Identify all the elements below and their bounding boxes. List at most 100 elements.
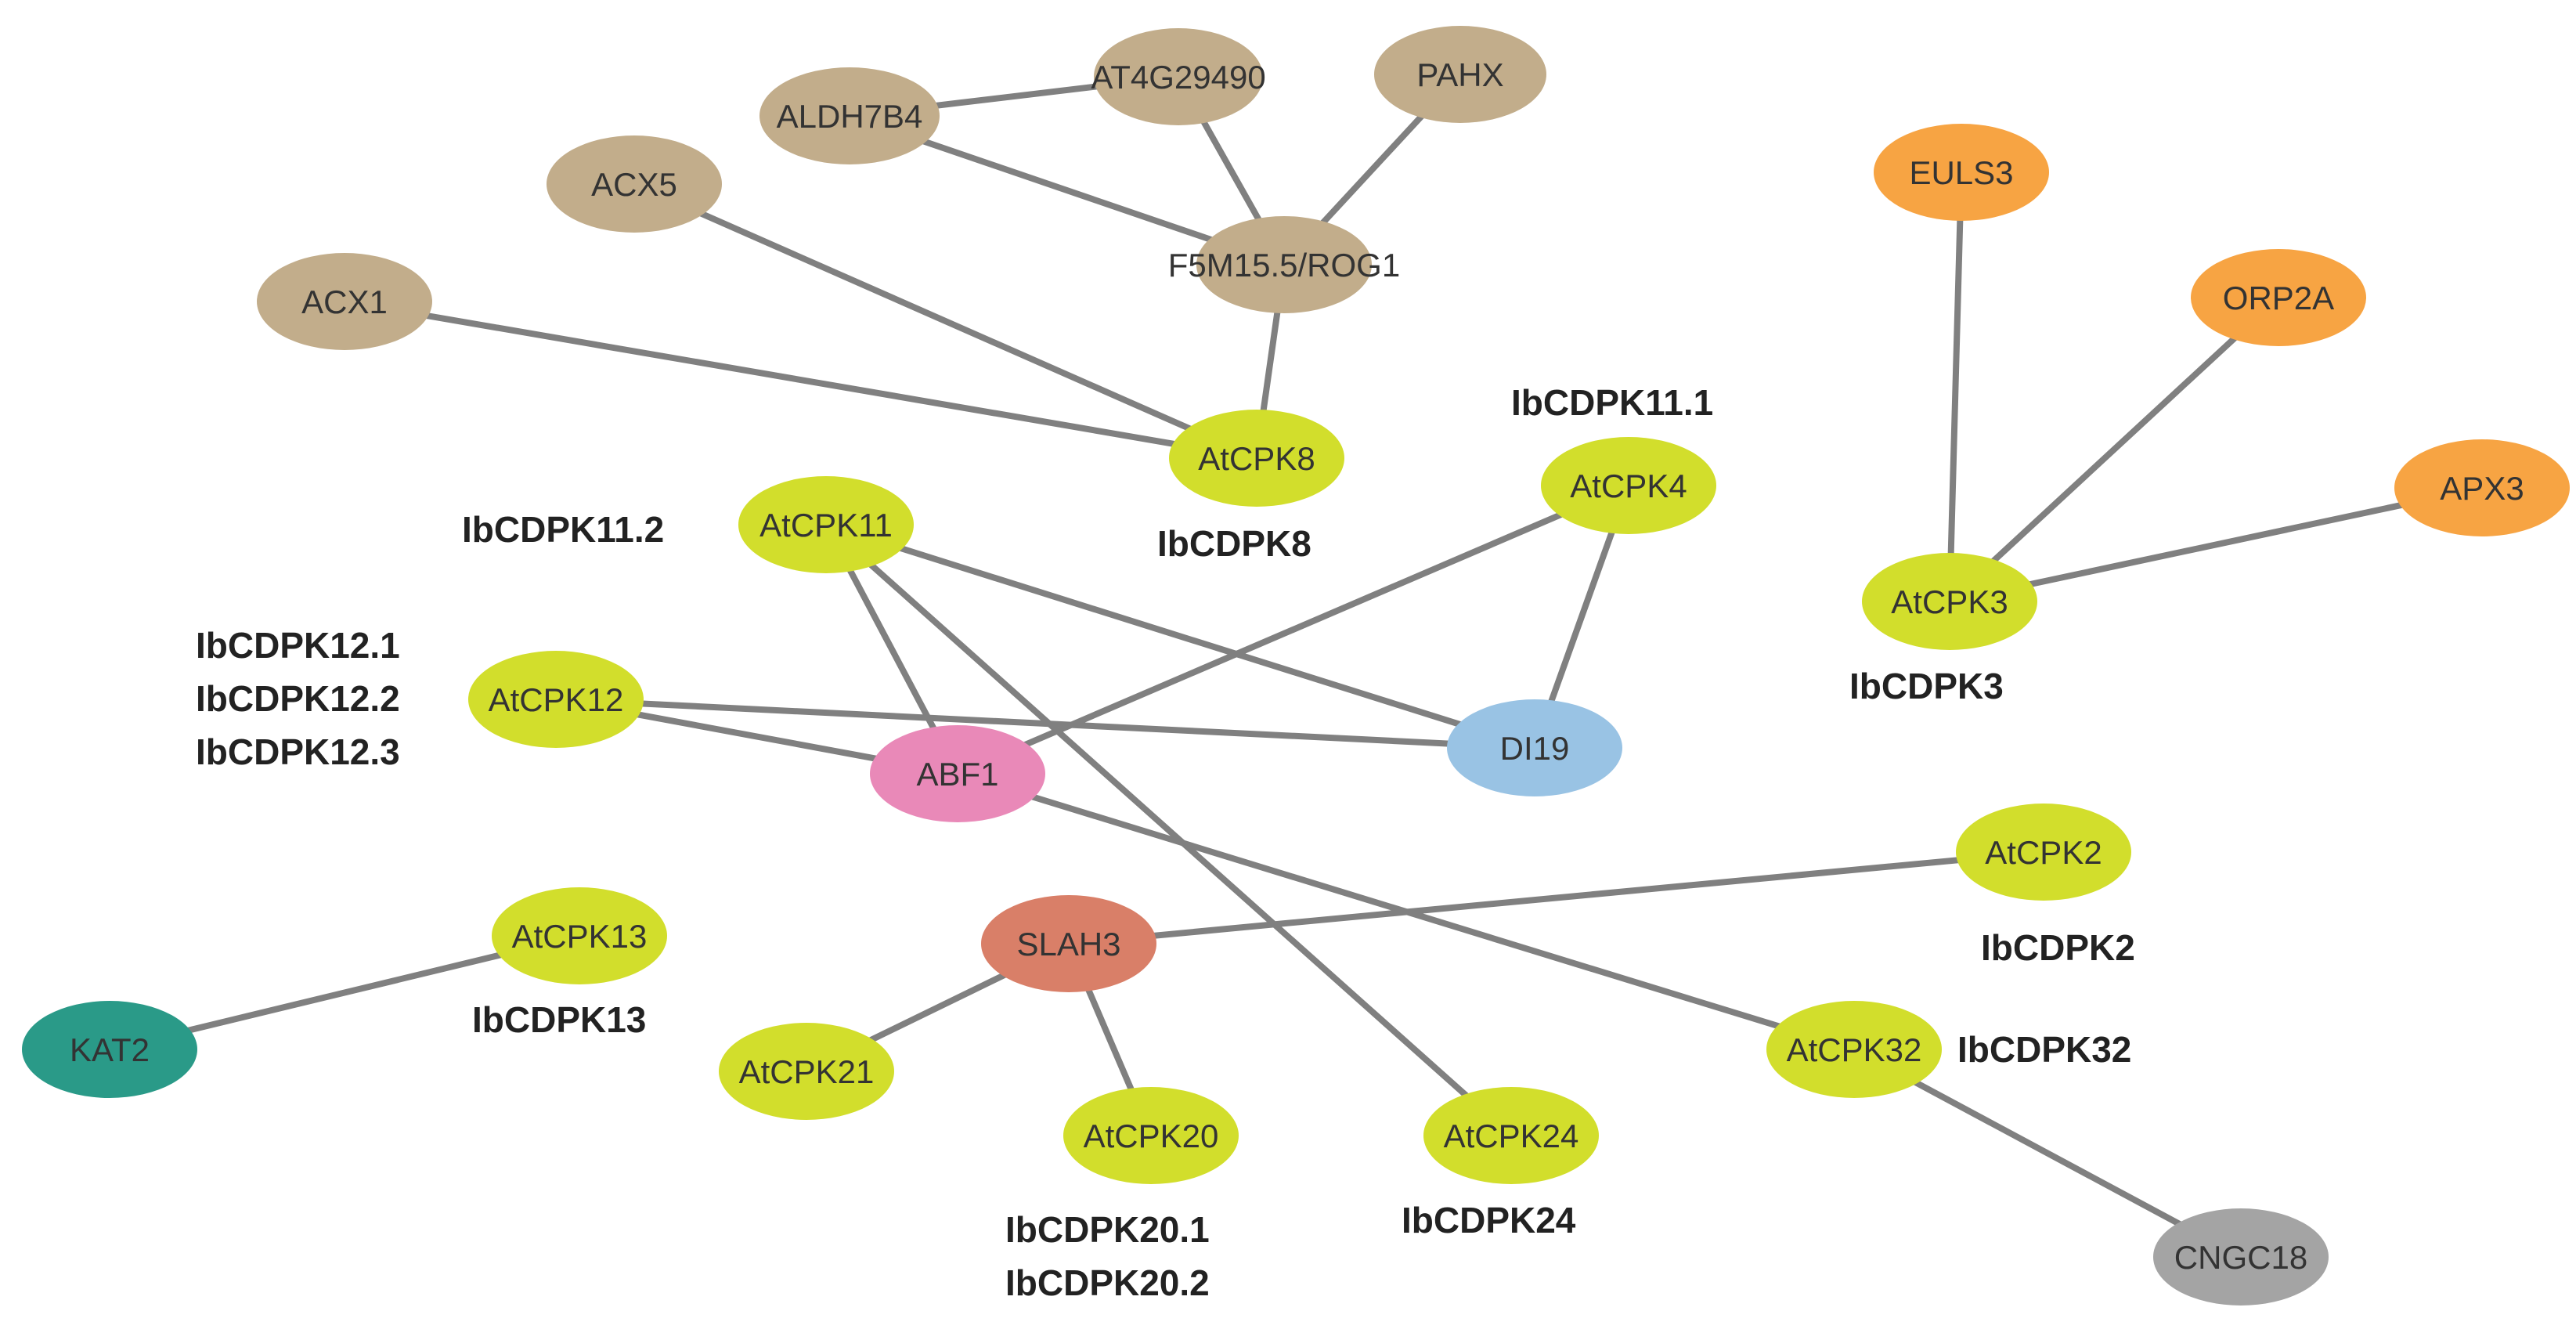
edge-atcpk32-cngc18 bbox=[1851, 1046, 2244, 1260]
node-ellipse-atcpk4 bbox=[1541, 437, 1716, 534]
node-ellipse-aldh7b4 bbox=[759, 67, 940, 164]
node-label-at4g29490: AT4G29490 bbox=[1091, 59, 1265, 96]
gene-label-ibcdpk2: IbCDPK2 bbox=[1981, 927, 2135, 968]
node-ellipse-euls3 bbox=[1874, 124, 2049, 221]
edge-atcpk11-atcpk24 bbox=[823, 522, 1514, 1139]
gene-label-ibcdpk20-1: IbCDPK20.1 bbox=[1005, 1209, 1210, 1250]
node-atcpk13: AtCPK13 bbox=[492, 887, 667, 984]
gene-label-ibcdpk11-2: IbCDPK11.2 bbox=[462, 509, 664, 550]
node-label-acx5: ACX5 bbox=[591, 166, 677, 203]
node-ellipse-f5m15 bbox=[1196, 216, 1372, 313]
node-ellipse-atcpk11 bbox=[738, 476, 914, 573]
node-label-atcpk32: AtCPK32 bbox=[1787, 1031, 1922, 1068]
gene-labels-layer: IbCDPK11.1 IbCDPK11.2 IbCDPK8 IbCDPK12.1… bbox=[196, 382, 2135, 1303]
node-label-abf1: ABF1 bbox=[916, 756, 998, 793]
gene-label-ibcdpk8: IbCDPK8 bbox=[1157, 523, 1311, 564]
node-ellipse-acx5 bbox=[547, 135, 722, 233]
node-at4g29490: AT4G29490 bbox=[1091, 28, 1266, 125]
node-label-slah3: SLAH3 bbox=[1016, 926, 1120, 962]
edge-acx1-atcpk8 bbox=[341, 298, 1260, 461]
node-euls3: EULS3 bbox=[1874, 124, 2049, 221]
edge-apx3-atcpk3 bbox=[1946, 485, 2485, 605]
node-di19: DI19 bbox=[1447, 699, 1622, 796]
node-label-apx3: APX3 bbox=[2440, 470, 2524, 507]
node-atcpk21: AtCPK21 bbox=[719, 1023, 894, 1120]
node-aldh7b4: ALDH7B4 bbox=[759, 67, 940, 164]
node-label-atcpk11: AtCPK11 bbox=[759, 507, 893, 544]
node-label-atcpk13: AtCPK13 bbox=[512, 918, 648, 955]
node-atcpk12: AtCPK12 bbox=[468, 651, 644, 748]
node-label-atcpk21: AtCPK21 bbox=[739, 1053, 875, 1090]
edge-atcpk11-di19 bbox=[823, 522, 1538, 751]
node-ellipse-atcpk24 bbox=[1423, 1087, 1599, 1184]
node-atcpk24: AtCPK24 bbox=[1423, 1087, 1599, 1184]
node-atcpk4: AtCPK4 bbox=[1541, 437, 1716, 534]
node-ellipse-acx1 bbox=[257, 253, 432, 350]
node-ellipse-slah3 bbox=[981, 895, 1156, 992]
node-ellipse-atcpk21 bbox=[719, 1023, 894, 1120]
node-abf1: ABF1 bbox=[870, 725, 1045, 822]
node-ellipse-apx3 bbox=[2394, 439, 2570, 536]
node-atcpk8: AtCPK8 bbox=[1169, 410, 1344, 507]
node-ellipse-atcpk32 bbox=[1766, 1001, 1942, 1098]
gene-label-ibcdpk12-3: IbCDPK12.3 bbox=[196, 731, 400, 772]
node-atcpk3: AtCPK3 bbox=[1862, 553, 2037, 650]
node-label-atcpk8: AtCPK8 bbox=[1198, 440, 1315, 477]
node-label-orp2a: ORP2A bbox=[2223, 280, 2334, 316]
node-ellipse-atcpk8 bbox=[1169, 410, 1344, 507]
node-label-di19: DI19 bbox=[1500, 730, 1570, 767]
node-orp2a: ORP2A bbox=[2191, 249, 2366, 346]
node-acx1: ACX1 bbox=[257, 253, 432, 350]
node-pahx: PAHX bbox=[1374, 26, 1546, 123]
edge-euls3-atcpk3 bbox=[1946, 169, 1964, 605]
node-ellipse-orp2a bbox=[2191, 249, 2366, 346]
edge-acx5-atcpk8 bbox=[631, 181, 1260, 461]
node-ellipse-pahx bbox=[1374, 26, 1546, 123]
node-kat2: KAT2 bbox=[22, 1001, 197, 1098]
gene-label-ibcdpk13: IbCDPK13 bbox=[472, 999, 646, 1040]
node-label-cngc18: CNGC18 bbox=[2174, 1239, 2307, 1276]
node-f5m15: F5M15.5/ROG1 bbox=[1168, 216, 1400, 313]
node-atcpk11: AtCPK11 bbox=[738, 476, 914, 573]
node-label-aldh7b4: ALDH7B4 bbox=[777, 98, 923, 135]
node-label-atcpk3: AtCPK3 bbox=[1891, 583, 2008, 620]
node-ellipse-atcpk13 bbox=[492, 887, 667, 984]
gene-label-ibcdpk11-1: IbCDPK11.1 bbox=[1511, 382, 1713, 423]
gene-label-ibcdpk32: IbCDPK32 bbox=[1957, 1029, 2131, 1070]
node-atcpk32: AtCPK32 bbox=[1766, 1001, 1942, 1098]
node-atcpk20: AtCPK20 bbox=[1063, 1087, 1239, 1184]
node-label-kat2: KAT2 bbox=[70, 1031, 150, 1068]
node-ellipse-cngc18 bbox=[2153, 1208, 2329, 1306]
gene-label-ibcdpk3: IbCDPK3 bbox=[1849, 666, 2004, 706]
node-ellipse-abf1 bbox=[870, 725, 1045, 822]
node-ellipse-di19 bbox=[1447, 699, 1622, 796]
node-ellipse-at4g29490 bbox=[1094, 28, 1263, 125]
node-label-atcpk24: AtCPK24 bbox=[1444, 1118, 1579, 1154]
node-label-euls3: EULS3 bbox=[1909, 154, 2013, 191]
node-label-f5m15: F5M15.5/ROG1 bbox=[1168, 247, 1400, 283]
node-ellipse-atcpk20 bbox=[1063, 1087, 1239, 1184]
node-acx5: ACX5 bbox=[547, 135, 722, 233]
edge-slah3-atcpk2 bbox=[1066, 849, 2047, 947]
gene-label-ibcdpk20-2: IbCDPK20.2 bbox=[1005, 1262, 1210, 1303]
node-apx3: APX3 bbox=[2394, 439, 2570, 536]
gene-label-ibcdpk12-1: IbCDPK12.1 bbox=[196, 625, 400, 666]
node-ellipse-kat2 bbox=[22, 1001, 197, 1098]
node-atcpk2: AtCPK2 bbox=[1956, 804, 2131, 901]
node-label-atcpk2: AtCPK2 bbox=[1985, 834, 2102, 871]
node-ellipse-atcpk2 bbox=[1956, 804, 2131, 901]
node-label-atcpk4: AtCPK4 bbox=[1570, 468, 1687, 504]
node-ellipse-atcpk12 bbox=[468, 651, 644, 748]
edge-atcpk12-di19 bbox=[553, 696, 1538, 751]
edge-orp2a-atcpk3 bbox=[1946, 294, 2282, 605]
node-slah3: SLAH3 bbox=[981, 895, 1156, 992]
node-label-atcpk12: AtCPK12 bbox=[489, 681, 624, 718]
node-ellipse-atcpk3 bbox=[1862, 553, 2037, 650]
node-label-pahx: PAHX bbox=[1416, 56, 1503, 93]
gene-label-ibcdpk12-2: IbCDPK12.2 bbox=[196, 678, 400, 719]
gene-label-ibcdpk24: IbCDPK24 bbox=[1402, 1200, 1576, 1241]
node-label-atcpk20: AtCPK20 bbox=[1084, 1118, 1219, 1154]
node-label-acx1: ACX1 bbox=[301, 283, 388, 320]
